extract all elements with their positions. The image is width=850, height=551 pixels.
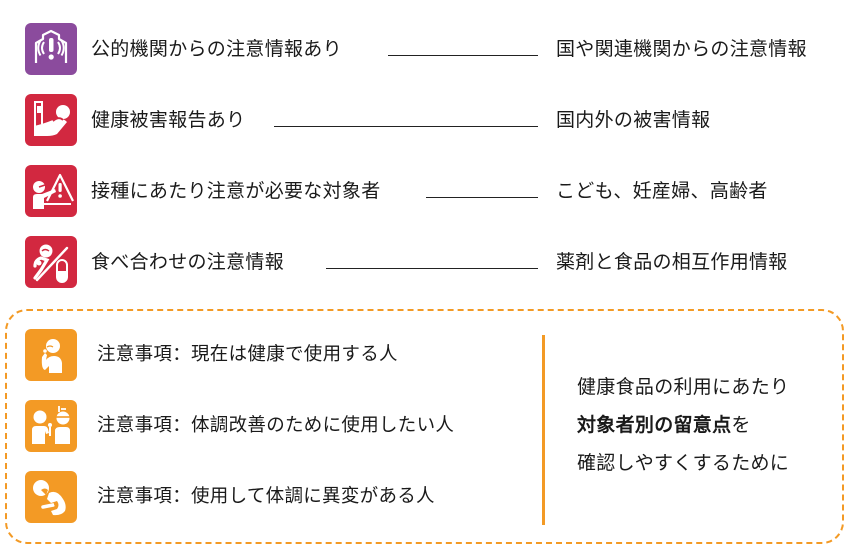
caution-box [5, 309, 844, 544]
caution-label: 注意事項：体調改善のために使用したい人 [97, 415, 455, 436]
caution-box-divider [542, 335, 545, 525]
info-label: 接種にあたり注意が必要な対象者 [91, 180, 381, 202]
info-label: 健康被害報告あり [91, 109, 246, 131]
unwell-user-icon [25, 471, 77, 523]
caution-row-improvement: 注意事項：体調改善のために使用したい人 [0, 400, 850, 452]
leader-line [426, 197, 538, 198]
note-line-1: 健康食品の利用にあたり [577, 376, 790, 398]
info-description: 国や関連機関からの注意情報 [556, 38, 807, 60]
info-row-health-damage: 健康被害報告あり 国内外の被害情報 [0, 94, 850, 146]
info-description: 国内外の被害情報 [556, 109, 711, 131]
health-damage-report-icon [25, 94, 77, 146]
leader-line [274, 126, 538, 127]
leader-line [388, 55, 538, 56]
vaccination-caution-icon [25, 165, 77, 217]
caution-row-healthy: 注意事項：現在は健康で使用する人 [0, 329, 850, 381]
leader-line [326, 268, 538, 269]
note-emphasis: 対象者別の留意点 [577, 414, 732, 436]
caution-label: 注意事項：使用して体調に異変がある人 [97, 486, 435, 507]
info-label: 公的機関からの注意情報あり [91, 38, 342, 60]
info-row-public-agency: 公的機関からの注意情報あり 国や関連機関からの注意情報 [0, 23, 850, 75]
food-drug-interaction-icon [25, 236, 77, 288]
note-line-2: 対象者別の留意点を [577, 406, 751, 444]
info-description: 薬剤と食品の相互作用情報 [556, 251, 788, 273]
info-description: こども、妊産婦、高齢者 [556, 180, 768, 202]
note-line-2-rest: を [731, 414, 751, 436]
caution-label: 注意事項：現在は健康で使用する人 [97, 344, 398, 365]
info-row-food-interaction: 食べ合わせの注意情報 薬剤と食品の相互作用情報 [0, 236, 850, 288]
info-label: 食べ合わせの注意情報 [91, 251, 285, 273]
public-agency-alert-icon [25, 23, 77, 75]
healthy-user-icon [25, 329, 77, 381]
caution-row-unwell: 注意事項：使用して体調に異変がある人 [0, 471, 850, 523]
note-line-3: 確認しやすくするために [577, 452, 790, 474]
improvement-user-icon [25, 400, 77, 452]
info-row-vaccination: 接種にあたり注意が必要な対象者 こども、妊産婦、高齢者 [0, 165, 850, 217]
